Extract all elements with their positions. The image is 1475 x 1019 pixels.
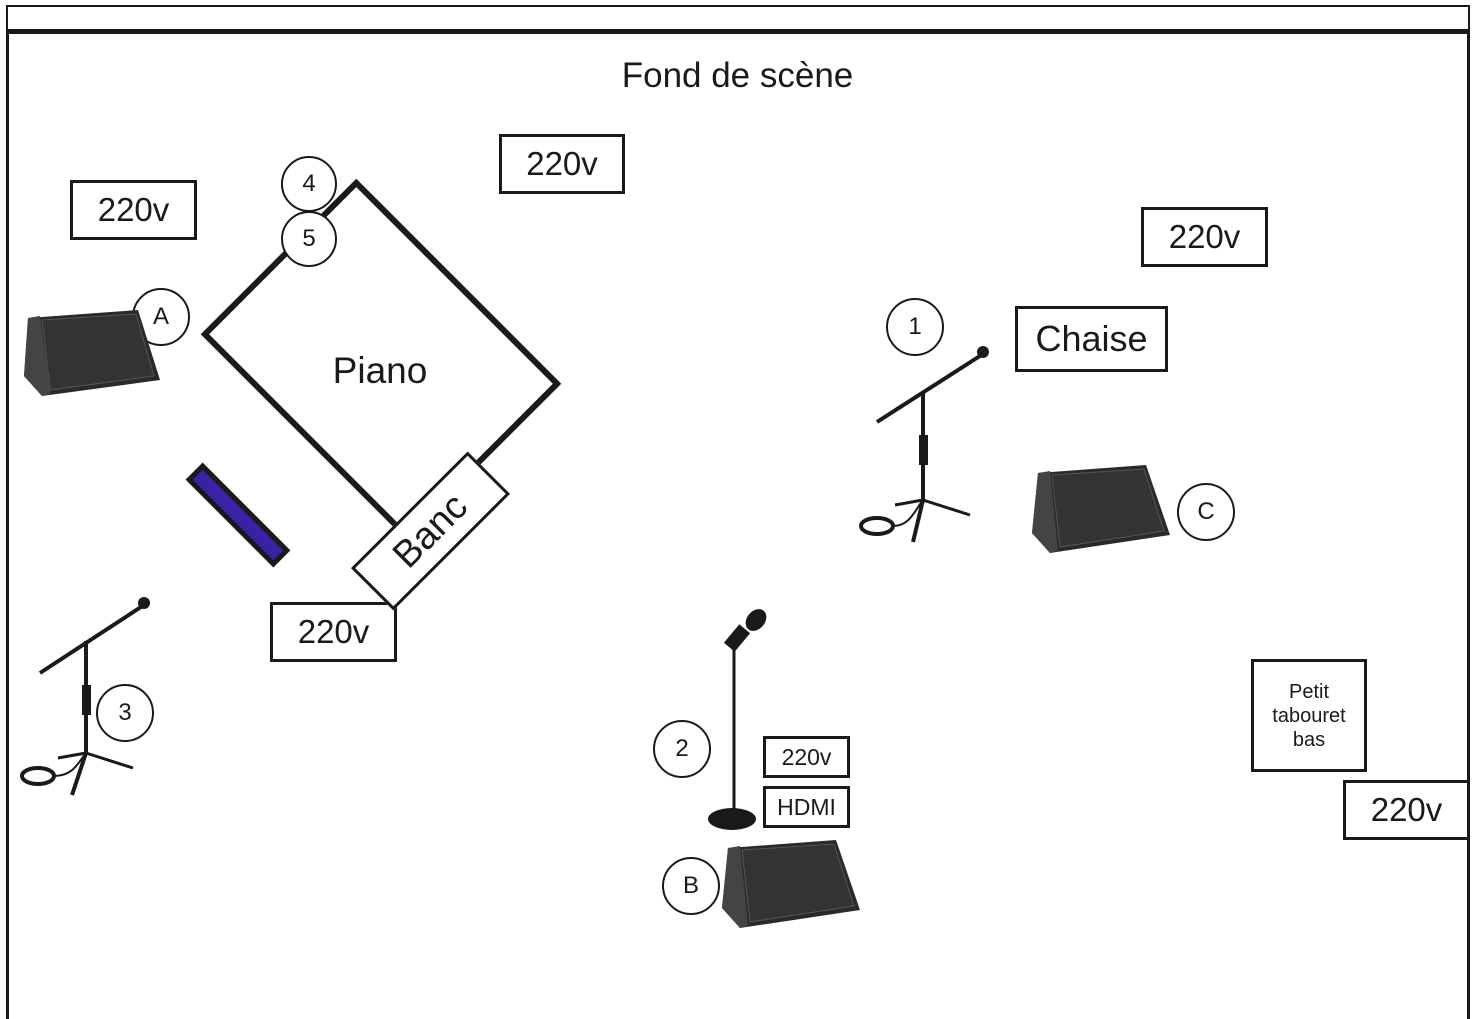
- power-outlet-6: 220v: [763, 736, 850, 778]
- boom-mic-stand-icon: [20, 597, 150, 796]
- monitor-label-c: C: [1177, 483, 1235, 541]
- monitor-label-b: B: [662, 857, 720, 915]
- straight-mic-stand-icon: [708, 609, 767, 830]
- power-outlet-2: 220v: [499, 134, 625, 194]
- mic-number-4: 4: [281, 156, 337, 212]
- piano-label: Piano: [332, 350, 428, 391]
- stage-monitor-icon: [24, 310, 160, 396]
- mic-number-5: 5: [281, 211, 337, 267]
- stage-monitor-icon: [722, 840, 860, 928]
- power-outlet-5: 220v: [1343, 780, 1470, 840]
- stage-back-title: Fond de scène: [621, 56, 854, 95]
- mic-number-1: 1: [886, 298, 944, 356]
- stool-box: Petit tabouret bas: [1251, 659, 1367, 772]
- mic-number-2: 2: [653, 720, 711, 778]
- power-outlet-4: 220v: [270, 602, 397, 662]
- mic-number-3: 3: [96, 684, 154, 742]
- hdmi-box: HDMI: [763, 786, 850, 828]
- chair-box: Chaise: [1015, 306, 1168, 372]
- boom-mic-stand-icon: [859, 346, 989, 543]
- stage-monitor-icon: [1032, 465, 1170, 553]
- stage-top-band: [6, 5, 1470, 29]
- stage-frame: [6, 29, 1470, 1019]
- power-outlet-3: 220v: [1141, 207, 1268, 267]
- power-outlet-1: 220v: [70, 180, 197, 240]
